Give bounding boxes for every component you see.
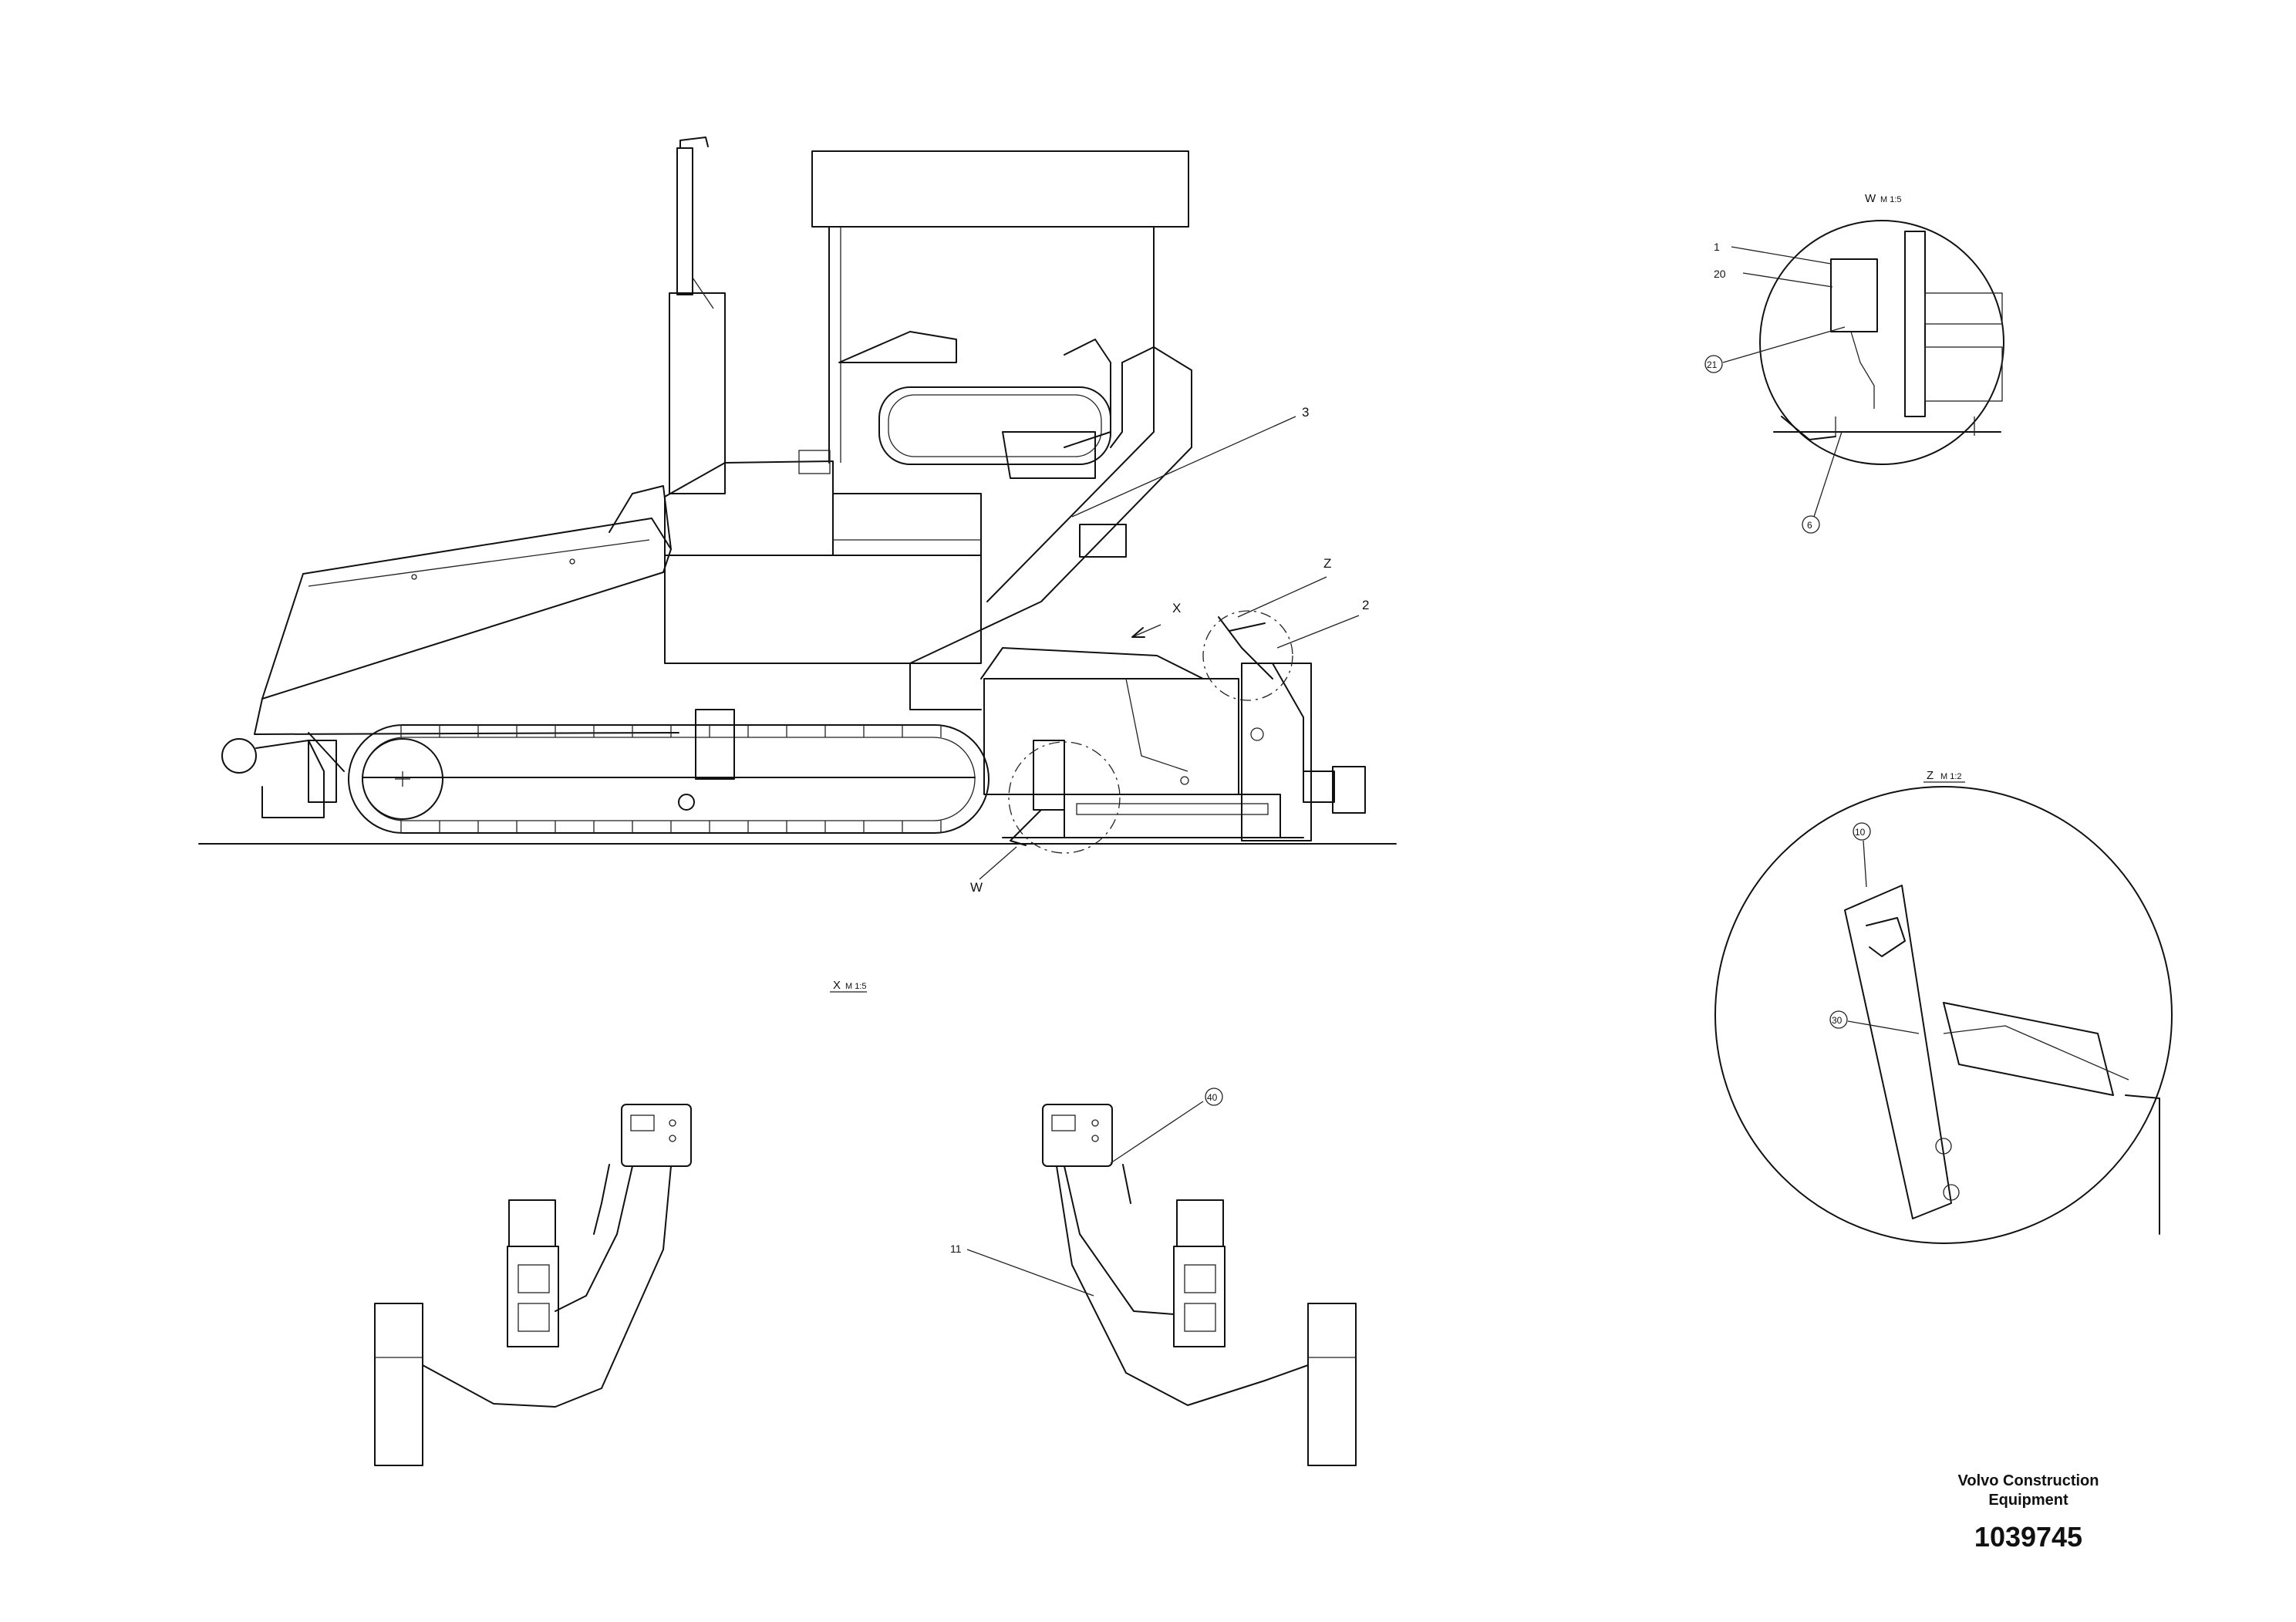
detail-w-callout-21: 21 — [1707, 359, 1718, 370]
view-x-callout-40: 40 — [1207, 1092, 1218, 1103]
detail-w-callout-1: 1 — [1714, 241, 1720, 253]
exhaust-stack — [669, 137, 726, 494]
detail-circle-z — [1202, 610, 1293, 701]
view-x: X M 1:5 — [374, 979, 1357, 1466]
detail-w-callout-20: 20 — [1714, 268, 1726, 280]
detail-z-title: Z — [1927, 769, 1934, 782]
document-number: 1039745 — [1974, 1521, 2083, 1553]
leader-2 — [1276, 615, 1360, 649]
crawler-track — [348, 709, 990, 834]
detail-z-scale: M 1:2 — [1940, 772, 1962, 781]
callout-z: Z — [1323, 556, 1331, 571]
leader-w — [979, 846, 1017, 880]
detail-w-scale: M 1:5 — [1880, 195, 1902, 204]
detail-w-title: W — [1865, 192, 1876, 205]
view-x-callout-11: 11 — [950, 1243, 962, 1255]
detail-w-circle — [1759, 220, 2004, 465]
sensor-arm — [1010, 616, 1273, 846]
detail-z-callout-10: 10 — [1855, 827, 1866, 838]
engine-cover — [664, 450, 982, 664]
detail-view-z: Z M 1:2 10 30 — [1714, 769, 2173, 1244]
publisher-block: Volvo Construction Equipment 1039745 — [1897, 1472, 2159, 1553]
view-x-scale: M 1:5 — [845, 982, 867, 991]
screed — [980, 647, 1366, 841]
publisher-name-line2: Equipment — [1988, 1492, 2068, 1509]
detail-view-w: W M 1:5 1 20 21 6 — [1704, 192, 2004, 534]
view-x-title: X — [833, 979, 841, 992]
operator-roof — [811, 150, 1189, 464]
detail-circle-w — [1008, 741, 1121, 854]
paver-side-view: 3 Z 2 X W — [198, 137, 1397, 895]
callout-3: 3 — [1302, 405, 1309, 420]
sensor-assembly-left — [374, 1104, 692, 1466]
sensor-assembly-right — [1042, 1104, 1357, 1466]
detail-w-callout-6: 6 — [1807, 520, 1812, 531]
callout-x: X — [1172, 601, 1181, 615]
callout-2: 2 — [1362, 598, 1369, 612]
publisher-name-line1: Volvo Construction — [1957, 1472, 2099, 1489]
leader-3 — [1071, 416, 1296, 518]
push-roller — [221, 732, 345, 818]
hopper — [254, 485, 679, 735]
leader-z — [1237, 576, 1327, 618]
control-console — [909, 346, 1192, 710]
detail-z-circle — [1714, 786, 2173, 1244]
callout-w: W — [970, 880, 983, 895]
operator-seat — [838, 331, 1111, 479]
detail-z-callout-30: 30 — [1832, 1015, 1843, 1026]
view-arrow-x — [1131, 624, 1161, 638]
